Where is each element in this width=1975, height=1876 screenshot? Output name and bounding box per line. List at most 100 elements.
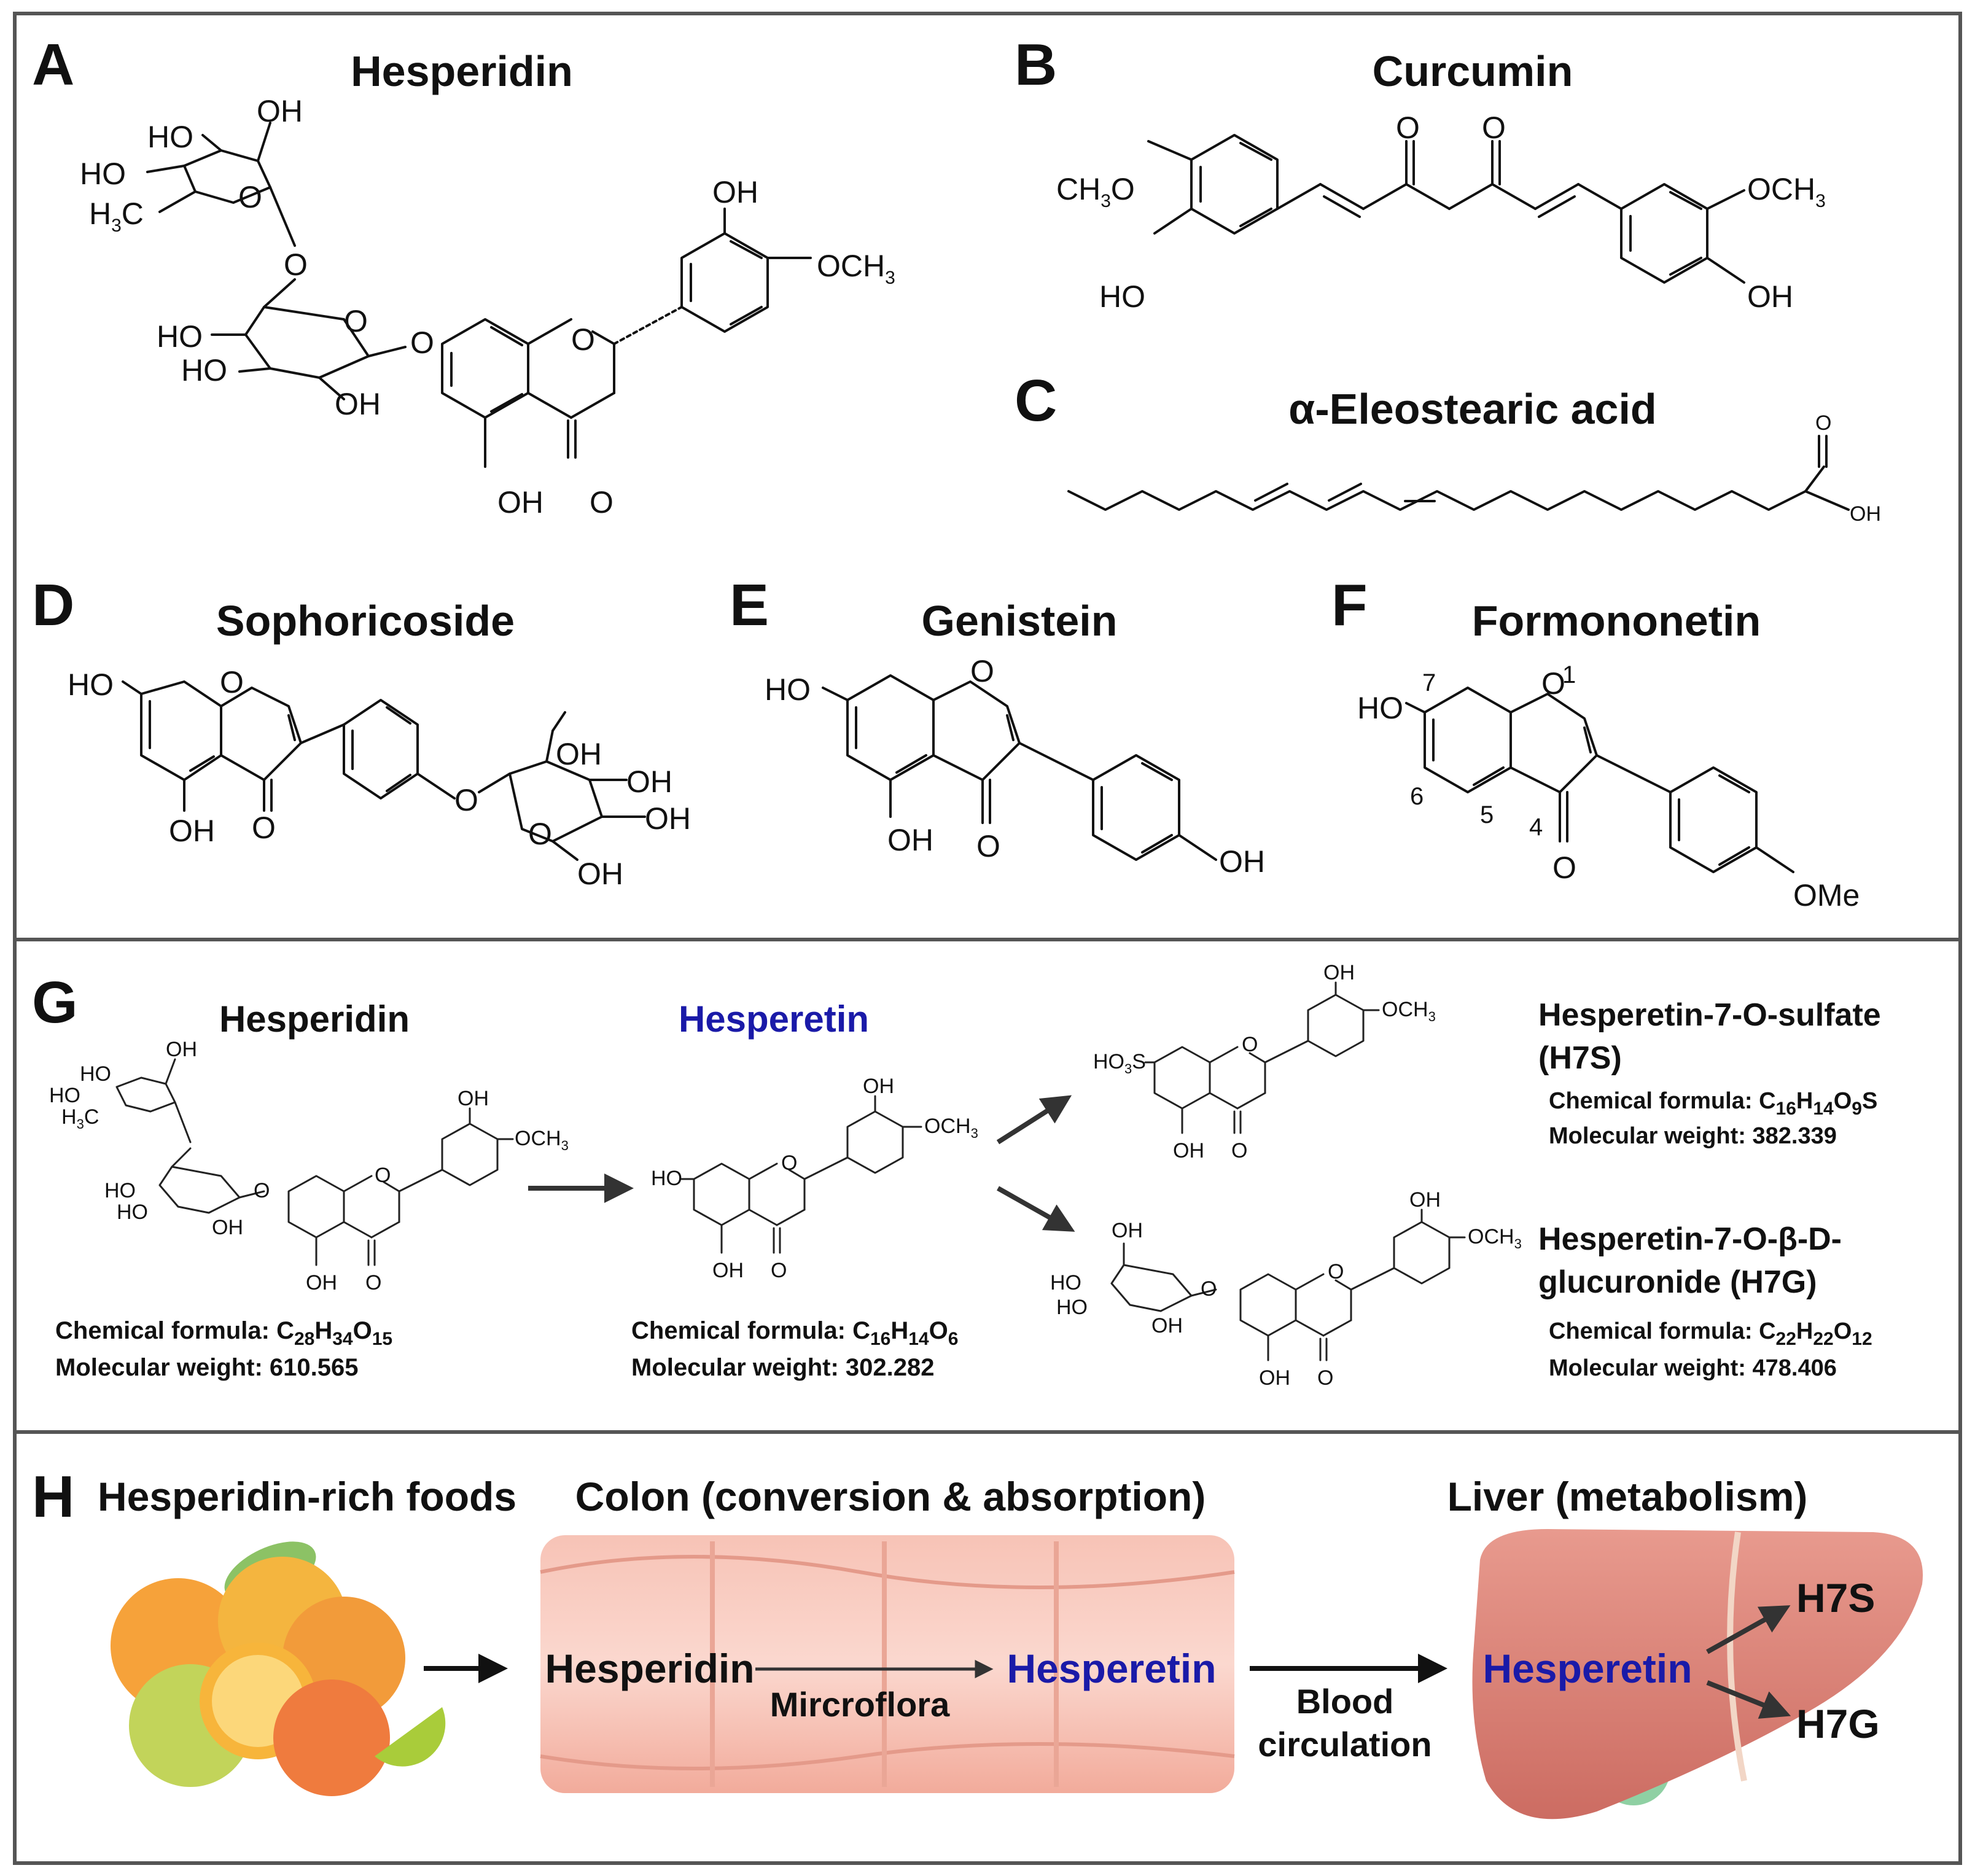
svg-text:HO: HO	[181, 353, 227, 387]
eleostearic-structure: O OH	[1067, 411, 1881, 526]
citrus-fruits-illustration	[111, 1541, 446, 1796]
svg-text:HO: HO	[104, 1179, 136, 1202]
svg-text:OCH3: OCH3	[1468, 1225, 1522, 1251]
h7g-weight: Molecular weight: 478.406	[1549, 1355, 1837, 1381]
svg-text:O: O	[976, 829, 1000, 863]
svg-text:OH: OH	[458, 1087, 489, 1110]
blood-label-2: circulation	[1258, 1725, 1432, 1764]
svg-text:HO: HO	[1056, 1296, 1088, 1319]
g-arrow-h7g	[997, 1186, 1075, 1232]
svg-text:O: O	[344, 304, 368, 338]
foods-title: Hesperidin-rich foods	[98, 1474, 516, 1519]
svg-text:HO: HO	[68, 667, 114, 702]
svg-text:O: O	[410, 325, 434, 360]
svg-text:O: O	[1552, 850, 1576, 885]
g-hesperetin-weight: Molecular weight: 302.282	[631, 1354, 935, 1381]
panel-b-title: Curcumin	[1373, 47, 1573, 95]
hesperidin-structure-a: OH HO HO H3C O O HO HO OH O O	[80, 94, 895, 520]
svg-text:HO: HO	[651, 1167, 682, 1190]
g-hesperetin-structure: HO O OH O OH OCH3	[651, 1075, 978, 1282]
svg-text:OH: OH	[1323, 961, 1355, 984]
svg-text:HO: HO	[49, 1084, 80, 1107]
svg-text:O: O	[365, 1271, 381, 1294]
svg-text:OMe: OMe	[1793, 878, 1860, 913]
svg-text:O: O	[454, 783, 478, 817]
svg-text:HO: HO	[147, 120, 193, 154]
svg-text:OH: OH	[626, 765, 672, 799]
panel-a: A Hesperidin OH HO HO H3C O O HO HO OH	[32, 32, 895, 520]
svg-text:O: O	[590, 485, 614, 520]
svg-text:O: O	[970, 654, 994, 688]
panel-letter-h: H	[32, 1464, 74, 1530]
svg-text:1: 1	[1562, 661, 1576, 688]
svg-text:H3C: H3C	[61, 1105, 99, 1132]
svg-text:OH: OH	[887, 823, 933, 857]
svg-text:O: O	[375, 1164, 391, 1187]
colon-hesperetin: Hesperetin	[1007, 1646, 1216, 1691]
svg-text:O: O	[1242, 1033, 1258, 1056]
svg-text:O: O	[528, 817, 552, 851]
svg-text:HO: HO	[117, 1201, 148, 1224]
h7s-title-2: (H7S)	[1538, 1040, 1622, 1076]
liver-hesperetin: Hesperetin	[1482, 1646, 1692, 1691]
h7s-weight: Molecular weight: 382.339	[1549, 1123, 1837, 1149]
svg-text:OH: OH	[1747, 279, 1793, 314]
svg-text:HO: HO	[80, 157, 126, 191]
svg-text:O: O	[771, 1259, 787, 1282]
panel-f: F Formononetin HO O O OMe 7 1 6 5 4	[1331, 572, 1860, 913]
microflora-label: Mircroflora	[770, 1685, 950, 1724]
colon-illustration	[540, 1535, 1235, 1793]
svg-text:OH: OH	[169, 814, 215, 848]
svg-text:O: O	[1482, 111, 1506, 145]
panel-h: H Hesperidin-rich foods Colon (conversio…	[32, 1464, 1923, 1820]
svg-text:OH: OH	[1259, 1366, 1290, 1390]
svg-text:HO: HO	[157, 319, 203, 354]
panel-letter-b: B	[1015, 32, 1057, 98]
svg-text:OH: OH	[1112, 1219, 1143, 1242]
panel-letter-c: C	[1015, 368, 1057, 434]
h7s-formula: Chemical formula: C16H14O9S	[1549, 1088, 1877, 1119]
svg-text:6: 6	[1410, 783, 1424, 810]
svg-text:O: O	[1231, 1139, 1247, 1162]
svg-text:7: 7	[1422, 669, 1436, 696]
svg-text:O: O	[254, 1179, 270, 1202]
svg-text:OCH3: OCH3	[515, 1127, 569, 1153]
panel-g: G Hesperidin Hesperetin OH HO	[32, 961, 1881, 1390]
svg-text:HO3S: HO3S	[1093, 1050, 1146, 1076]
g-hesperidin-structure: OH HO HO H3C HO HO OH O O OH O OH OCH3	[49, 1038, 569, 1294]
svg-text:HO: HO	[1099, 279, 1145, 314]
svg-text:OH: OH	[556, 737, 602, 771]
panel-letter-e: E	[730, 572, 769, 638]
h-arrow-h7s	[1706, 1605, 1791, 1654]
g-hesperidin-formula: Chemical formula: C28H34O15	[55, 1317, 392, 1349]
colon-hesperidin: Hesperidin	[545, 1646, 754, 1691]
panel-e-title: Genistein	[922, 597, 1118, 645]
panel-c: C α-Eleostearic acid O OH	[1015, 368, 1881, 526]
svg-text:OH: OH	[212, 1216, 243, 1239]
svg-text:OCH3: OCH3	[1747, 172, 1826, 211]
g-hesperidin-weight: Molecular weight: 610.565	[55, 1354, 359, 1381]
svg-text:HO: HO	[80, 1062, 111, 1086]
svg-text:O: O	[284, 247, 308, 282]
curcumin-structure: O O CH3O HO OCH3 OH	[1056, 111, 1826, 314]
blood-label-1: Blood	[1296, 1682, 1394, 1721]
svg-text:OH: OH	[497, 485, 543, 520]
svg-text:OH: OH	[712, 175, 758, 209]
liver-title: Liver (metabolism)	[1447, 1474, 1808, 1519]
svg-text:4: 4	[1529, 814, 1543, 841]
panel-letter-f: F	[1331, 572, 1368, 638]
svg-text:O: O	[1396, 111, 1420, 145]
svg-text:OH: OH	[306, 1271, 337, 1294]
svg-text:OH: OH	[335, 387, 381, 421]
svg-text:OCH3: OCH3	[1382, 998, 1436, 1024]
svg-text:OCH3: OCH3	[817, 249, 895, 288]
svg-text:O: O	[1815, 411, 1831, 435]
sophoricoside-structure: HO O OH O O O OH OH OH OH	[68, 665, 691, 891]
panel-b: B Curcumin	[1015, 32, 1826, 314]
h-arrow-h7g	[1706, 1680, 1791, 1719]
h7g-structure: OH HO HO OH O O OH O OH OCH3	[1050, 1188, 1522, 1390]
svg-text:CH3O: CH3O	[1056, 172, 1135, 211]
svg-text:OCH3: OCH3	[924, 1115, 978, 1141]
svg-text:OH: OH	[645, 801, 691, 836]
